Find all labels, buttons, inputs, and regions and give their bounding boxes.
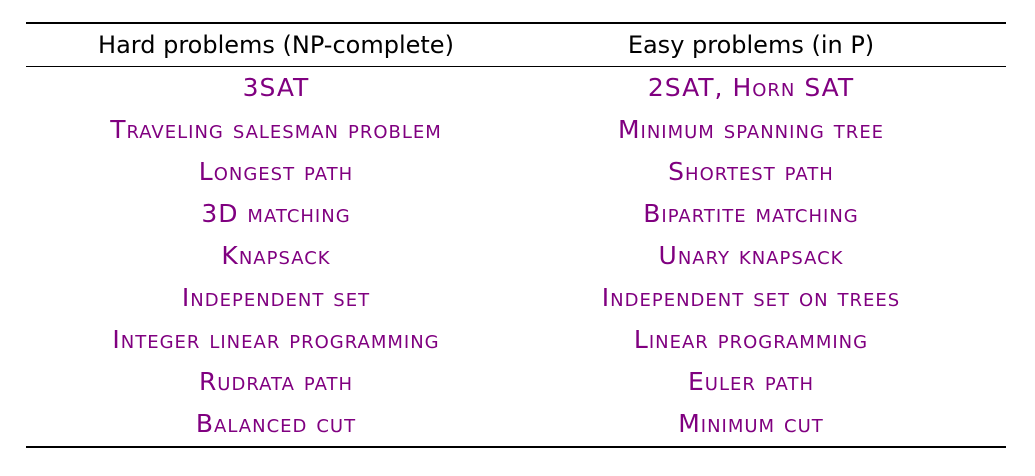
easy-problem-horn-sat: Horn xyxy=(732,73,796,102)
hard-problem-cell: 3SAT xyxy=(242,73,310,102)
easy-problem-cell: Euler path xyxy=(688,367,814,396)
easy-problem-cell: Independent set on trees xyxy=(601,283,901,312)
easy-problem-cell: Minimum spanning tree xyxy=(617,115,885,144)
easy-problem-cell: Unary knapsack xyxy=(658,241,844,270)
easy-problem-cell: 2SAT, Horn SAT xyxy=(496,67,1006,109)
header-easy-problems: Easy problems (in P) xyxy=(627,31,875,59)
table-top-rule xyxy=(26,22,1006,24)
easy-problem-cell: Linear programming xyxy=(633,325,869,354)
easy-problem-prefix: 2SAT, xyxy=(647,73,733,102)
hard-problem-cell: Rudrata path xyxy=(198,367,354,396)
table-header-rule xyxy=(26,66,1006,67)
easy-problem-sat-suffix: SAT xyxy=(795,73,855,102)
hard-problem-cell: Integer linear programming xyxy=(112,325,440,354)
table-bottom-rule xyxy=(26,446,1006,448)
header-hard-problems: Hard problems (NP-complete) xyxy=(98,31,454,59)
hard-problem-cell: Balanced cut xyxy=(195,409,357,438)
easy-problem-cell: Bipartite matching xyxy=(643,199,859,228)
easy-problem-cell: Minimum cut xyxy=(678,409,824,438)
hard-problem-cell: Independent set xyxy=(181,283,371,312)
hard-problem-cell: Knapsack xyxy=(221,241,331,270)
hard-problem-cell: Traveling salesman problem xyxy=(110,115,442,144)
hard-problem-cell: 3D matching xyxy=(201,199,351,228)
hard-problem-cell: Longest path xyxy=(198,157,354,186)
easy-problem-cell: Shortest path xyxy=(668,157,834,186)
